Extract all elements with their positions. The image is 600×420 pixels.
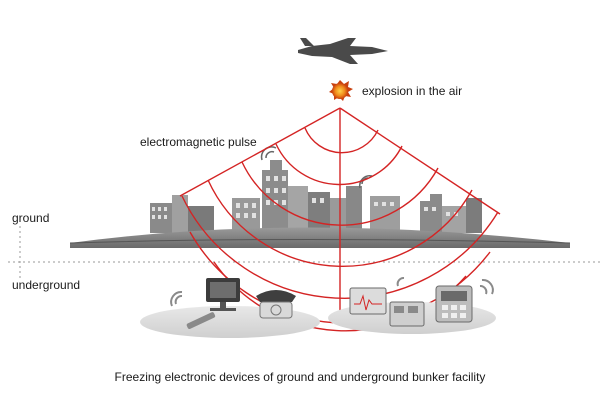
ground-shadow	[69, 239, 571, 244]
computer-icon	[186, 278, 240, 329]
underground-label: underground	[12, 278, 81, 292]
telephone-icon	[256, 290, 296, 319]
control-panel-icon	[349, 285, 473, 327]
ground-label: ground	[12, 211, 50, 225]
wifi-signal-icon-right	[396, 277, 494, 295]
explosion-label: explosion in the air	[362, 84, 463, 98]
ground-surface	[70, 227, 570, 248]
pulse-label: electromagnetic pulse	[140, 135, 257, 149]
diagram-caption: Freezing electronic devices of ground an…	[114, 370, 486, 384]
city-buildings-icon	[150, 146, 482, 233]
fighter-jet-icon	[298, 38, 388, 64]
explosion-icon	[329, 80, 353, 101]
wifi-signal-icon-left	[170, 290, 183, 307]
